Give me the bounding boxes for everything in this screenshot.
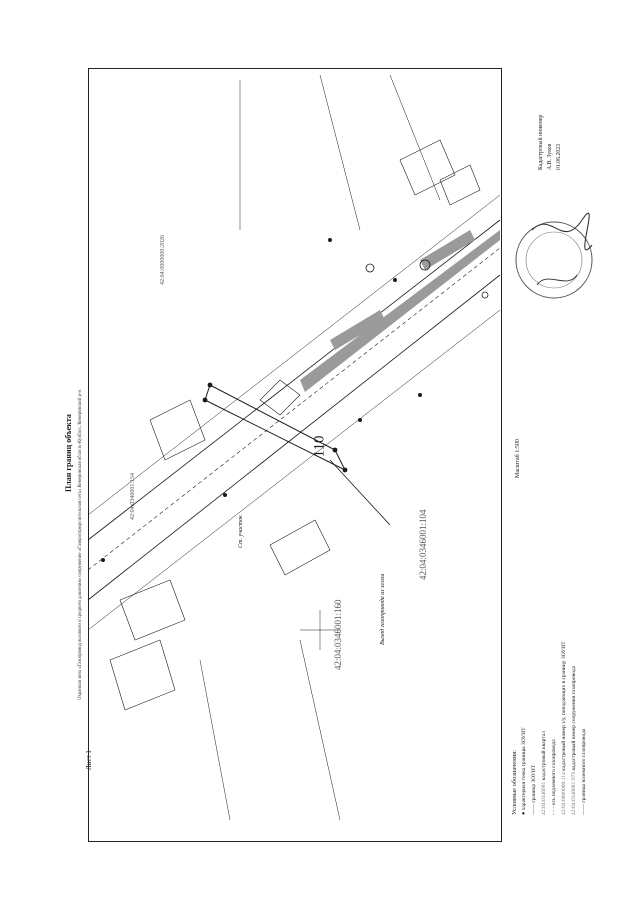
gas-pipeline-branch bbox=[329, 459, 391, 526]
parcel-boundary-1 bbox=[87, 194, 501, 516]
zouit-boundary bbox=[204, 384, 347, 472]
parcel-line-3 bbox=[389, 74, 441, 201]
lot-label-4: 42:04:0000000:2026 bbox=[160, 234, 166, 285]
legend-row-4: - - - ось подземного газопровода bbox=[551, 739, 557, 815]
building-1 bbox=[259, 379, 301, 416]
building-6 bbox=[149, 399, 206, 461]
building-5 bbox=[439, 164, 481, 206]
road-edge-right bbox=[87, 274, 501, 601]
paved-surface bbox=[300, 230, 500, 392]
parcel-boundary-2 bbox=[87, 309, 501, 631]
pipeline-exit-caption: Выход газопровода из земли bbox=[380, 573, 386, 645]
engineer-name: А.В. Зуков bbox=[547, 143, 553, 170]
engineer-date: 01.06.2023 bbox=[556, 143, 562, 170]
wells bbox=[365, 259, 489, 299]
grid-cross bbox=[300, 610, 340, 650]
legend-title: Условные обозначения: bbox=[511, 749, 518, 815]
station-caption: Ст. участок bbox=[238, 515, 244, 548]
legend-row-6: 42:04:0346001:979 кадастровый номер соор… bbox=[571, 665, 577, 815]
parcel-line-5 bbox=[199, 659, 231, 821]
engineer-title: Кадастровый инженер bbox=[538, 114, 544, 170]
road-edge-left bbox=[87, 219, 501, 541]
legend-point-icon: ● bbox=[521, 811, 527, 815]
map-title: План границ объекта bbox=[64, 414, 73, 492]
building-3 bbox=[269, 519, 331, 576]
parcel-line-4 bbox=[299, 639, 341, 821]
gas-pipeline-axis bbox=[87, 247, 501, 571]
legend-row-7: —— граница наземного газопровода bbox=[581, 728, 587, 815]
scale-label: Масштаб 1:500 bbox=[515, 439, 521, 478]
building-2 bbox=[119, 579, 186, 641]
legend-row-1: ● характерная точка границы ЗОУИТ bbox=[521, 727, 527, 815]
map-subtitle: Охранная зона «Газопровод высокого и сре… bbox=[78, 389, 83, 700]
building-7 bbox=[109, 639, 176, 711]
map-frame bbox=[88, 68, 502, 842]
boundary-points bbox=[101, 238, 422, 562]
legend-row-2: —— граница ЗОУИТ bbox=[531, 764, 537, 815]
building-4 bbox=[399, 139, 456, 196]
lot-label-1: 42:04:0346001:160 bbox=[333, 599, 343, 670]
lot-label-2: 42:04:0346001:104 bbox=[418, 509, 428, 580]
legend-row-3: 42:04:0346001 кадастровый квартал bbox=[541, 731, 547, 815]
stamp-and-signature bbox=[512, 190, 608, 310]
lot-label-3: 42:04:0346001:154 bbox=[130, 472, 136, 520]
legend-row-5: 42:04:0000000:114 кадастровый номер з/у,… bbox=[561, 641, 567, 815]
parcel-line-2 bbox=[319, 74, 361, 231]
stamp-icon bbox=[515, 212, 593, 299]
